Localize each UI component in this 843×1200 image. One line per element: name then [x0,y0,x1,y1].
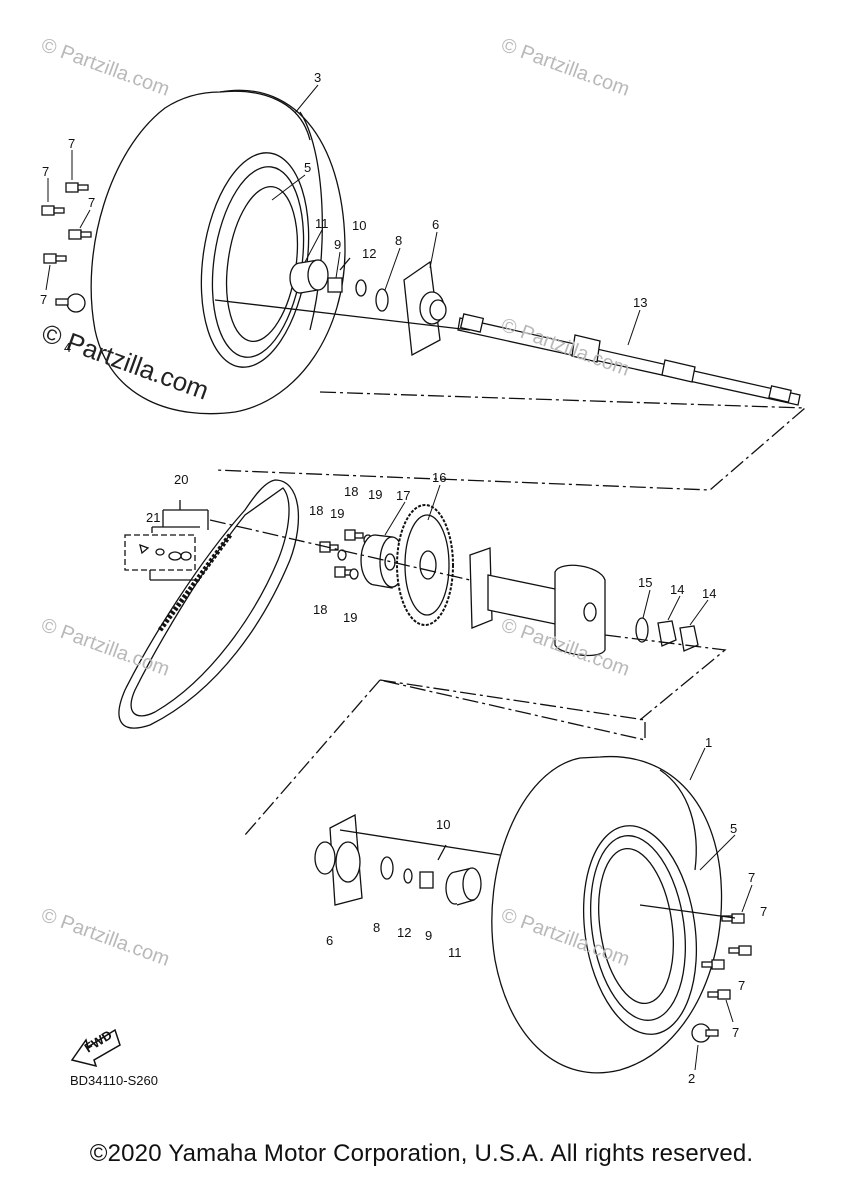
callout: 11 [315,216,329,231]
leader-lines [45,84,753,1071]
callout: 12 [397,925,411,940]
master-link-21 [124,500,209,581]
callout: 10 [352,218,366,233]
callout: 7 [760,904,767,919]
upper-washer-12 [355,279,367,297]
watermark: © Partzilla.com [38,904,172,971]
callout: 6 [432,217,439,232]
watermark: © Partzilla.com [498,314,632,381]
lock-nuts-14 [657,620,699,652]
upper-valve [55,293,86,313]
callout: 18 [344,484,358,499]
upper-rim [200,152,310,368]
lower-wheel-bolts [701,913,752,1000]
callout: 7 [748,870,755,885]
callout: 16 [432,470,446,485]
fwd-arrow [70,1028,121,1068]
lower-nut-9 [419,871,434,889]
rear-axle-13 [457,313,801,406]
watermark: © Partzilla.com [498,34,632,101]
callout: 14 [670,582,684,597]
sprocket-16 [396,504,454,626]
upper-wheel-bolts [41,182,92,264]
callout: 1 [705,735,712,750]
callout: 9 [425,928,432,943]
callout: 14 [702,586,716,601]
callout: 5 [304,160,311,175]
lower-collar-11 [445,867,482,906]
callout: 4 [64,340,71,355]
callout: 3 [314,70,321,85]
upper-washer-8 [375,288,389,312]
callout: 2 [688,1071,695,1086]
callout: 7 [738,978,745,993]
lower-washer-12 [403,868,413,884]
callout: 18 [313,602,327,617]
callout: 20 [174,472,188,487]
callout: 19 [343,610,357,625]
watermark: © Partzilla.com [38,34,172,101]
lower-rim [582,825,698,1035]
callout: 11 [448,945,462,960]
callout: 5 [730,821,737,836]
lower-washer-8 [380,856,394,880]
upper-nut-9 [327,277,343,293]
callout: 19 [330,506,344,521]
axle-housing [469,547,606,657]
callout: 10 [436,817,450,832]
callout: 21 [146,510,160,525]
lower-valve [691,1023,719,1043]
copyright-notice: ©2020 Yamaha Motor Corporation, U.S.A. A… [89,1140,754,1167]
callout: 8 [395,233,402,248]
lower-pin-10 [437,844,447,861]
callout: 6 [326,933,333,948]
callout: 18 [309,503,323,518]
upper-collar-11 [289,259,329,294]
lower-hub-6 [314,813,363,906]
upper-hub-6 [403,260,447,357]
callout: 17 [396,488,410,503]
drive-chain-20 [118,479,300,729]
upper-pin-10 [339,257,351,271]
callout: 9 [334,237,341,252]
callout: 19 [368,487,382,502]
washer-15 [635,617,649,643]
callouts: 3 5 11 10 9 12 8 6 13 7 7 7 7 4 20 21 18… [40,70,767,1086]
callout: 7 [732,1025,739,1040]
diagram-code: BD34110-S260 [70,1073,158,1088]
callout: 13 [633,295,647,310]
callout: 7 [88,195,95,210]
callout: 8 [373,920,380,935]
callout: 7 [40,292,47,307]
callout: 7 [68,136,75,151]
callout: 12 [362,246,376,261]
callout: 7 [42,164,49,179]
callout: 15 [638,575,652,590]
